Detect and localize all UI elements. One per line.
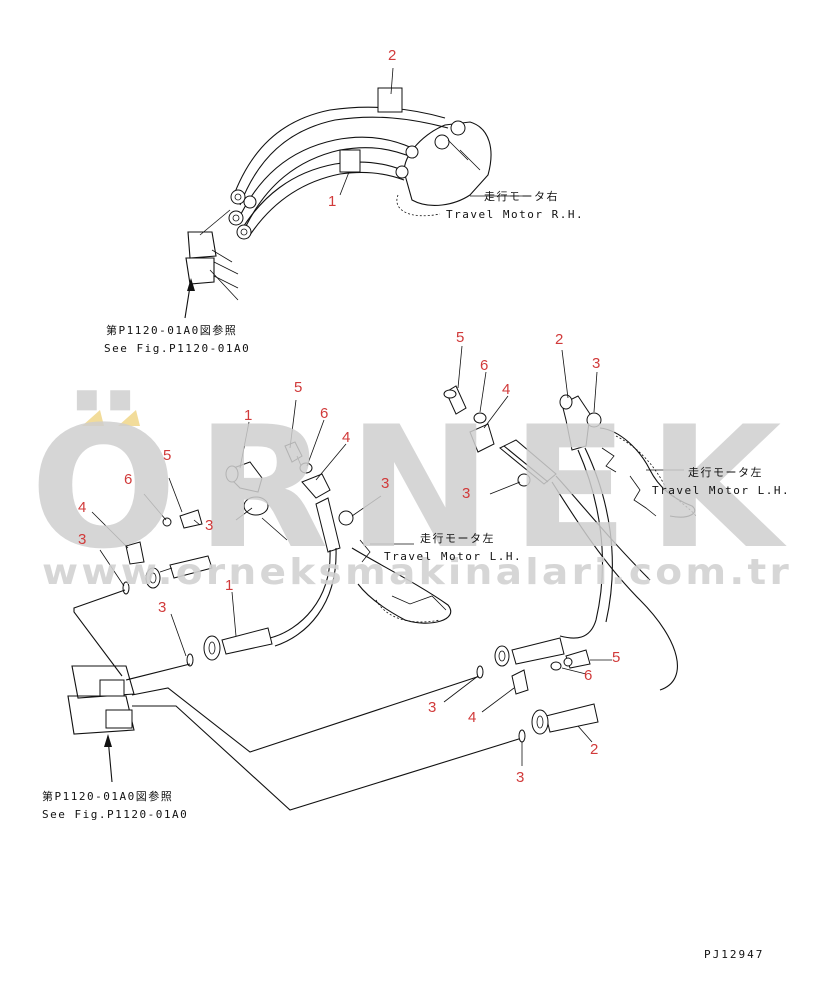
callout-l-6: 6 (124, 471, 132, 488)
callout-r-5: 5 (456, 329, 464, 346)
callout-l-5: 5 (163, 447, 171, 464)
callout-m-4a: 4 (342, 429, 350, 446)
callout-r-6: 6 (480, 357, 488, 374)
callout-b-3b: 3 (516, 769, 524, 786)
label-motor-rh-en: Travel Motor R.H. (446, 208, 584, 221)
callout-m-3b: 3 (158, 599, 166, 616)
bottom-right-hose-assembly (476, 637, 599, 743)
label-motor-lh-top-jp: 走行モータ左 (688, 466, 763, 479)
callout-b-3a: 3 (428, 699, 436, 716)
watermark: ÖRNEK www.orneksmakinalari.com.tr (30, 390, 800, 593)
callout-r-2: 2 (555, 331, 563, 348)
callout-m-6a: 6 (320, 405, 328, 422)
callout-top-1: 1 (328, 193, 336, 210)
callout-l-3a: 3 (205, 517, 213, 534)
top-hose-assembly (184, 87, 492, 319)
label-motor-lh-mid-jp: 走行モータ左 (420, 532, 495, 545)
callout-r-3a: 3 (592, 355, 600, 372)
label-ref-top-en: See Fig.P1120-01A0 (104, 342, 250, 355)
callout-m-3a: 3 (381, 475, 389, 492)
label-motor-lh-top-en: Travel Motor L.H. (652, 484, 790, 497)
label-ref-bottom-jp: 第P1120-01A0図参照 (42, 789, 173, 803)
callout-r-4: 4 (502, 381, 510, 398)
callout-top-2: 2 (388, 47, 396, 64)
right-hose-assembly (443, 385, 697, 691)
hose-sleeve-2 (377, 87, 403, 113)
label-ref-bottom-en: See Fig.P1120-01A0 (42, 808, 188, 821)
label-motor-rh-jp: 走行モータ右 (484, 189, 559, 203)
callout-b-6: 6 (584, 667, 592, 684)
callout-l-4: 4 (78, 499, 86, 516)
label-motor-lh-mid-en: Travel Motor L.H. (384, 550, 522, 563)
callout-b-4: 4 (468, 709, 476, 726)
callout-m-1a: 1 (244, 407, 252, 424)
callout-b-5: 5 (612, 649, 620, 666)
callout-l-3b: 3 (78, 531, 86, 548)
callout-b-2: 2 (590, 741, 598, 758)
callout-r-3b: 3 (462, 485, 470, 502)
hose-sleeve-1 (339, 149, 361, 173)
watermark-brand: ÖRNEK (30, 390, 800, 586)
label-ref-top-jp: 第P1120-01A0図参照 (106, 323, 237, 337)
watermark-accent-left (82, 410, 104, 426)
middle-hose-assembly (67, 441, 523, 811)
callout-m-1b: 1 (225, 577, 233, 594)
watermark-accent-right (118, 410, 140, 426)
watermark-url: www.orneksmakinalari.com.tr (42, 552, 792, 593)
callout-numbers: 2 1 5 1 6 4 3 5 6 4 3 3 3 1 5 6 4 2 3 3 … (78, 47, 620, 786)
part-id: PJ12947 (704, 948, 764, 961)
callout-m-5a: 5 (294, 379, 302, 396)
